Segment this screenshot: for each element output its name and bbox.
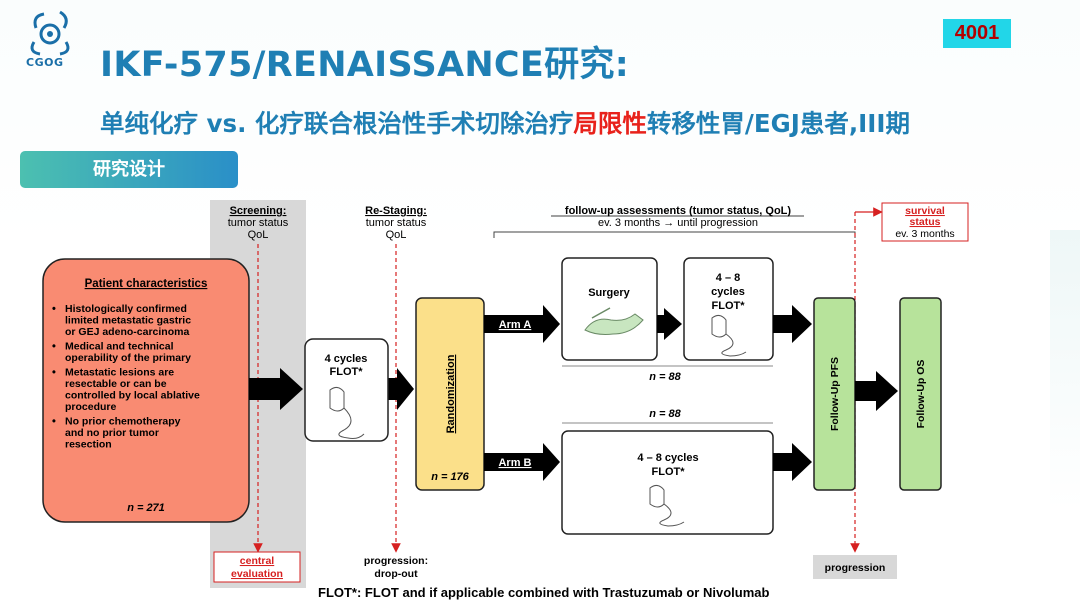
randomization-label: Randomization xyxy=(445,354,457,433)
armB-chemo-box xyxy=(561,430,774,535)
armA-chemo-line3: FLOT* xyxy=(712,300,746,312)
induction-line2: FLOT* xyxy=(330,366,364,378)
arm-b-label: Arm B xyxy=(498,457,531,469)
restaging-sub2: QoL xyxy=(386,229,407,241)
survival-label1: survival xyxy=(905,205,945,217)
page-subtitle: 单纯化疗 vs. 化疗联合根治性手术切除治疗局限性转移性胃/EGJ患者,III期 xyxy=(100,105,910,140)
followup-os-label: Follow-Up OS xyxy=(915,360,927,429)
followup-bracket xyxy=(493,231,856,238)
arrow-surgery-to-chemoA xyxy=(657,308,682,340)
armB-chemo-line1: 4 – 8 cycles xyxy=(637,452,698,464)
followup-os-box xyxy=(899,297,942,491)
survival-sub: ev. 3 months xyxy=(895,228,954,240)
progression-label: progression xyxy=(825,562,886,574)
armB-n: n = 88 xyxy=(649,408,681,420)
criteria-line: procedure xyxy=(65,401,117,413)
surgery-label: Surgery xyxy=(588,287,630,299)
arrow-armA-to-pfs xyxy=(773,305,812,343)
criteria-line: resectable or can be xyxy=(65,378,167,390)
infusion-icon xyxy=(649,484,685,527)
criteria-bullet: • xyxy=(52,416,56,428)
criteria-line: controlled by local ablative xyxy=(65,390,200,402)
criteria-line: Metastatic lesions are xyxy=(65,367,174,379)
randomization-box xyxy=(415,297,485,491)
followup-pfs-label: Follow-Up PFS xyxy=(829,357,841,431)
central-eval-box xyxy=(213,551,301,583)
subtitle-highlight: 局限性 xyxy=(573,109,647,138)
criteria-line: Histologically confirmed xyxy=(65,303,187,315)
progression-dropout-line1: progression: xyxy=(364,555,428,567)
arrow-induction-to-random xyxy=(388,368,414,410)
survival-box xyxy=(881,202,969,242)
arm-b-arrow xyxy=(484,443,560,481)
criteria-bullet: • xyxy=(52,367,56,379)
cgog-logo-icon xyxy=(30,10,70,56)
armA-chemo-line2: cycles xyxy=(711,286,745,298)
survival-label2: status xyxy=(910,216,941,228)
criteria-line: and no prior tumor xyxy=(65,427,159,439)
progression-dropout-line2: drop-out xyxy=(374,568,418,580)
arm-a-label: Arm A xyxy=(499,319,532,331)
arrow-patient-to-induction xyxy=(249,368,303,410)
patient-n: n = 271 xyxy=(127,502,165,514)
central-eval-line2: evaluation xyxy=(231,568,283,580)
infusion-icon xyxy=(329,386,365,439)
armA-chemo-line1: 4 – 8 xyxy=(716,272,740,284)
arm-a-arrow xyxy=(484,305,560,343)
induction-line1: 4 cycles xyxy=(325,353,368,365)
criteria-bullet: • xyxy=(52,303,56,315)
decor-strip xyxy=(1050,230,1080,510)
infusion-icon xyxy=(711,314,747,357)
criteria-line: No prior chemotherapy xyxy=(65,416,181,428)
page-title: IKF-575/RENAISSANCE研究: xyxy=(100,45,630,85)
surgery-icon xyxy=(584,307,644,335)
arrow-pfs-to-os xyxy=(855,371,898,411)
arrow-armB-to-pfs xyxy=(773,443,812,481)
central-eval-line1: central xyxy=(240,555,275,567)
criteria-bullet: • xyxy=(52,341,56,353)
subtitle-part1: 单纯化疗 vs. 化疗联合根治性手术切除治疗 xyxy=(100,109,574,138)
criteria-line: resection xyxy=(65,439,112,451)
criteria-line: limited metastatic gastric xyxy=(65,315,191,327)
section-tag: 研究设计 xyxy=(20,151,238,188)
armA-chemo-box xyxy=(683,257,774,361)
abstract-number-badge: 4001 xyxy=(943,19,1011,48)
screening-label: Screening: xyxy=(230,205,287,217)
randomization-n: n = 176 xyxy=(431,471,469,483)
progression-grey-box xyxy=(813,555,897,579)
restaging-sub1: tumor status xyxy=(366,217,427,229)
screening-sub2: QoL xyxy=(248,229,269,241)
criteria-line: Medical and technical xyxy=(65,341,174,353)
screening-sub1: tumor status xyxy=(228,217,289,229)
criteria-line: or GEJ adeno-carcinoma xyxy=(65,326,189,338)
patient-title: Patient characteristics xyxy=(85,278,208,290)
followup-label: follow-up assessments (tumor status, QoL… xyxy=(565,205,791,217)
restaging-label: Re-Staging: xyxy=(365,205,427,217)
armA-n: n = 88 xyxy=(649,371,681,383)
footnote: FLOT*: FLOT and if applicable combined w… xyxy=(318,585,769,600)
induction-box xyxy=(304,338,389,442)
followup-sub: ev. 3 months → until progression xyxy=(598,217,758,229)
subtitle-part2: 转移性胃/EGJ患者,III期 xyxy=(646,109,910,138)
armB-chemo-line2: FLOT* xyxy=(652,466,686,478)
criteria-line: operability of the primary xyxy=(65,352,191,364)
logo-text: CGOG xyxy=(26,56,64,69)
